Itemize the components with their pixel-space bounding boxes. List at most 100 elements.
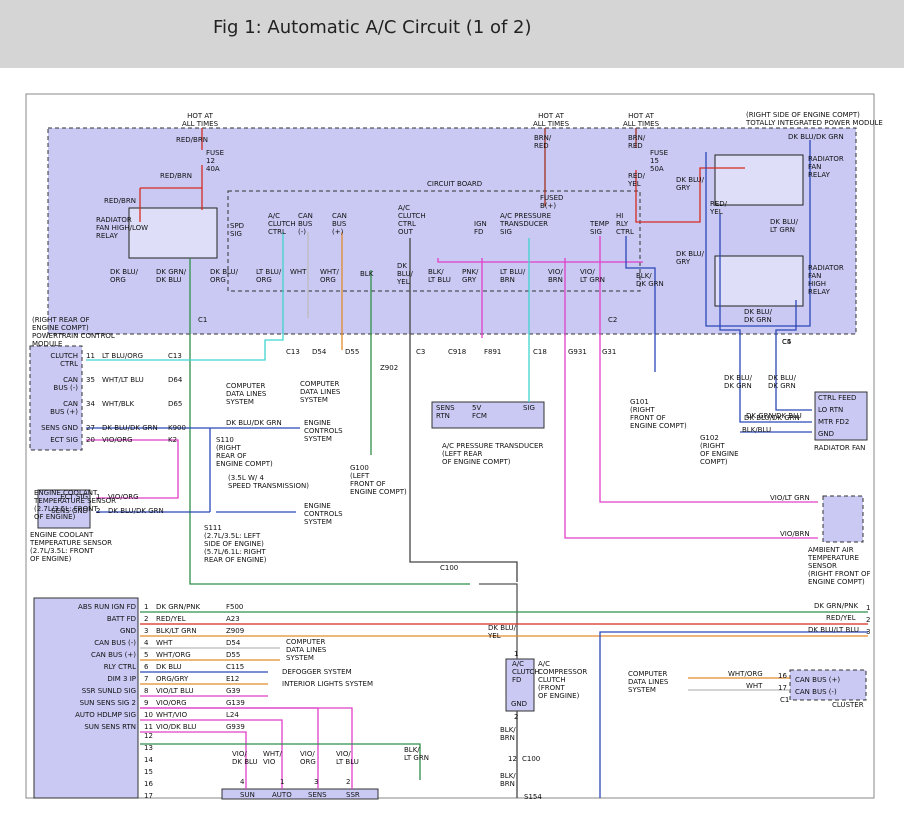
radiator-fan [814,391,868,441]
wire-label: DK GRN/PNK [814,602,859,610]
wire-label: WHT/ORG [156,651,191,659]
circuit-board-label: CIRCUIT BOARD [427,180,482,188]
diagram-label: F891 [484,348,501,356]
radiator-fan-high-relay [714,255,804,307]
wire-label: DK BLU/ORG [210,268,239,284]
diagram-label: C5 [782,338,791,346]
pin-number: 8 [144,687,148,695]
pin-number: 2 [346,778,350,786]
wire-label: RED/YEL [709,200,728,216]
wire-label: RED/BRN [160,172,192,180]
pin-number: 3 [144,627,148,635]
diagram-label: C18 [533,348,547,356]
sensor-name: SUN [240,791,255,799]
wire-label: BRN/RED [628,134,646,150]
sensor-name: SENS [308,791,327,799]
wire-label: VIO/ORG [102,436,133,444]
wire-label: BLK/BRN [500,772,516,788]
pin-name: CAN BUS (-) [94,639,136,647]
pin-number: 9 [144,699,148,707]
ect-sensor [37,489,91,529]
pin-number: 20 [86,436,95,444]
pin-number: 7 [144,675,148,683]
pin-number: 15 [144,768,153,776]
cluster-module [789,669,867,701]
wire-label: DK BLU/YEL [487,624,517,640]
diagram-label: Z902 [380,364,398,372]
wire-label: VIO/ORG [156,699,187,707]
ac-pressure-transducer [431,401,545,429]
diagram-label: CAN BUS (-) [795,688,837,696]
pin-number: 35 [86,376,95,384]
pin-number: 1 [96,493,100,501]
wire-label: DK BLU/LT BLU [808,626,859,634]
pin-name: SSR SUNLD SIG [82,687,136,695]
circuit-label: Z909 [226,627,244,635]
wire-label: DK BLU/GRY [676,176,705,192]
wire-dk-blu-dk-grn [719,214,812,423]
wire-wht-vio [140,719,283,789]
wire-label: DK BLU/DK GRN [102,424,158,432]
wire-vio-org [86,439,179,499]
circuit-label: F500 [226,603,243,611]
diagram-label: 17 [778,684,787,692]
wire-red-yel [635,167,745,223]
wire-label: WHT [156,639,173,647]
circuit-label: G139 [226,699,245,707]
circuit-label: D64 [168,376,183,384]
diagram-label: D54 [312,348,327,356]
wire-label: BLK/LT GRN [404,746,429,762]
wire-label: VIO/ORG [300,750,316,766]
pin-name: GND [120,627,136,635]
pin-name: ECT SIG [50,436,78,444]
pin-name: RLY CTRL [104,663,136,671]
circuit-label: E12 [226,675,239,683]
circuit-label: C13 [168,352,182,360]
wire-label: RED/YEL [627,172,646,188]
wire-label: WHT/ORG [320,268,339,284]
wire-blk-lt-grn [140,743,421,780]
wire-label: WHT/VIO [263,750,282,766]
wire-vio-dk-blu [140,731,247,789]
wire-label: RED/BRN [176,136,208,144]
wire-label: VIO/LT GRN [770,494,810,502]
diagram-label: S154 [524,793,542,801]
wire-label: VIO/LT BLU [336,750,359,766]
wire-label: VIO/ORG [108,493,139,501]
wire-label: WHT [290,268,307,276]
wire-label: DK BLU [156,663,182,671]
wire-label: VIO/LT GRN [580,268,605,284]
wire-label: DK BLU/ORG [110,268,139,284]
wire-label: RED/YEL [826,614,856,622]
circuit-label: D54 [226,639,241,647]
wire-label: VIO/DK BLU [156,723,196,731]
circuit-label: K2 [168,436,177,444]
wire-label: DK BLU/DK GRN [226,419,282,427]
pin-number: 11 [86,352,95,360]
radiator-fan-relay [714,154,804,206]
wire-label: DK GRN/PNK [156,603,201,611]
wire-pink-link [437,258,643,263]
circuit-label: K900 [168,424,186,432]
pin-number: 4 [240,778,245,786]
interior-lights-label: INTERIOR LIGHTS SYSTEM [282,680,373,688]
diagram-label: 1 [514,650,518,658]
